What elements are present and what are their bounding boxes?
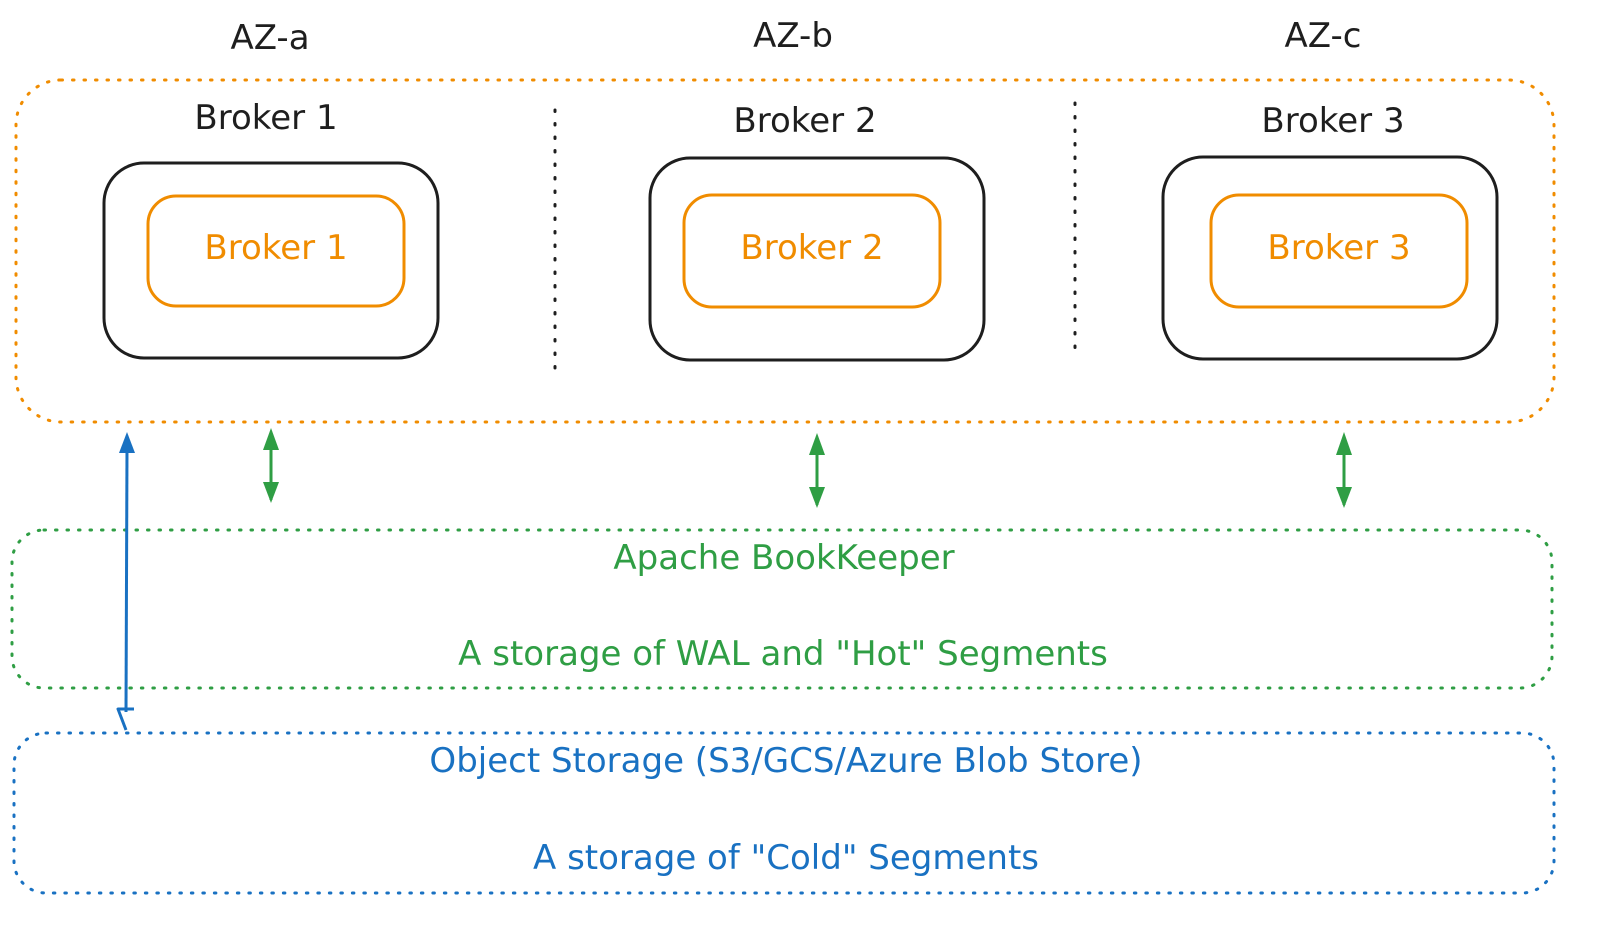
broker-2-inner-box[interactable]	[682, 193, 942, 309]
object-storage-title: Object Storage (S3/GCS/Azure Blob Store)	[429, 741, 1143, 781]
arrow-brokers-object-storage	[116, 432, 135, 731]
broker-1-title: Broker 1	[194, 98, 338, 138]
broker-2-title: Broker 2	[733, 101, 877, 141]
broker-3-title: Broker 3	[1261, 101, 1405, 141]
arrow-broker-3-bookkeeper	[1336, 432, 1352, 508]
bookkeeper-title: Apache BookKeeper	[613, 538, 955, 578]
az-label-a: AZ-a	[230, 18, 310, 58]
arrow-broker-1-bookkeeper	[263, 428, 279, 503]
broker-1-inner-box[interactable]	[146, 194, 406, 308]
broker-2-outer-box[interactable]	[648, 156, 986, 362]
az-group-box	[14, 78, 1556, 424]
broker-3-inner-box[interactable]	[1209, 193, 1469, 309]
broker-1-outer-box[interactable]	[102, 161, 440, 360]
arrow-broker-2-bookkeeper	[809, 433, 825, 508]
broker-3-outer-box[interactable]	[1161, 155, 1499, 361]
broker-1-label: Broker 1	[204, 228, 348, 268]
object-storage-subtitle: A storage of "Cold" Segments	[533, 838, 1039, 878]
bookkeeper-subtitle: A storage of WAL and "Hot" Segments	[458, 634, 1108, 674]
bookkeeper-box	[10, 528, 1554, 690]
az-label-b: AZ-b	[753, 16, 833, 56]
broker-3-label: Broker 3	[1267, 228, 1411, 268]
broker-2-label: Broker 2	[740, 228, 884, 268]
az-label-c: AZ-c	[1284, 16, 1362, 56]
object-storage-box	[12, 731, 1556, 895]
